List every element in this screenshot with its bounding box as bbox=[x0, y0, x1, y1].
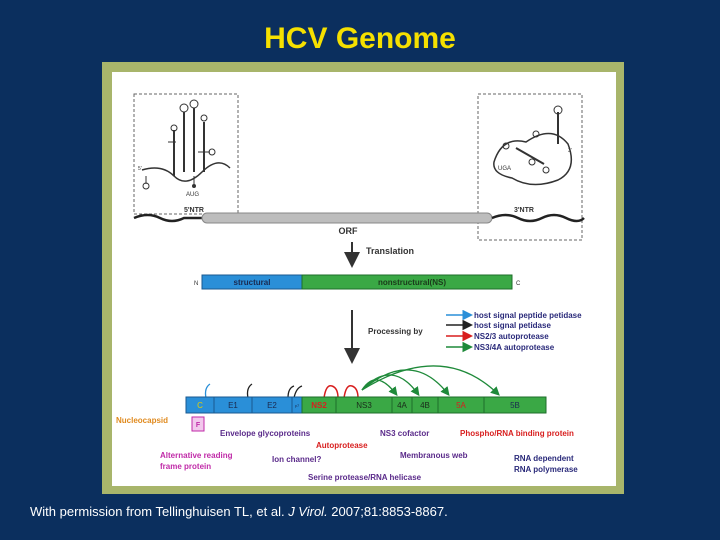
protein-5a-label: 5A bbox=[456, 401, 466, 410]
protein-4a-label: 4A bbox=[397, 401, 407, 410]
structural-label: structural bbox=[234, 278, 271, 287]
citation-prefix: With permission from Tellinghuisen TL, e… bbox=[30, 504, 289, 519]
annot-rdrp-1: RNA dependent bbox=[514, 454, 574, 463]
legend-host-signal: host signal petidase bbox=[474, 321, 551, 330]
nonstructural-label: nonstructural(NS) bbox=[378, 278, 446, 287]
protein-annotations: Nucleocapsid Envelope glycoproteins Auto… bbox=[116, 416, 578, 482]
three-prime-label: 3' bbox=[568, 148, 572, 154]
annot-serine: Serine protease/RNA helicase bbox=[308, 473, 422, 482]
five-ntr-structure: 5' AUG bbox=[133, 93, 239, 215]
protein-ns3-label: NS3 bbox=[356, 401, 372, 410]
protease-legend: host signal peptide petidase host signal… bbox=[446, 309, 582, 353]
annot-ion-channel: Ion channel? bbox=[272, 455, 321, 464]
citation-journal: J Virol. bbox=[288, 504, 328, 519]
legend-ns2-3: NS2/3 autoprotease bbox=[474, 332, 549, 341]
mature-proteins: C E1 E2 p7 NS2 NS3 4A 4B 5A 5B F bbox=[185, 396, 547, 432]
annot-alt-reading-1: Alternative reading bbox=[160, 451, 233, 460]
annot-autoprotease: Autoprotease bbox=[316, 441, 368, 450]
protein-c-label: C bbox=[197, 401, 203, 410]
annot-envelope: Envelope glycoproteins bbox=[220, 429, 311, 438]
annot-membranous: Membranous web bbox=[400, 451, 468, 460]
uga-label: UGA bbox=[498, 166, 511, 172]
protein-f-label: F bbox=[196, 422, 201, 429]
hcv-genome-diagram: 5' AUG 3' UGA 5'NTR 3'NTR ORF Translatio… bbox=[116, 93, 585, 482]
protein-e2-label: E2 bbox=[267, 401, 277, 410]
three-ntr-label: 3'NTR bbox=[514, 207, 534, 214]
protein-e1-label: E1 bbox=[228, 401, 238, 410]
annot-rdrp-2: RNA polymerase bbox=[514, 465, 578, 474]
aug-label: AUG bbox=[186, 192, 199, 198]
annot-ns3-cofactor: NS3 cofactor bbox=[380, 429, 429, 438]
protein-5b-label: 5B bbox=[510, 401, 520, 410]
annot-nucleocapsid: Nucleocapsid bbox=[116, 416, 168, 425]
protein-5b bbox=[483, 396, 547, 414]
protein-f bbox=[191, 416, 205, 432]
citation: With permission from Tellinghuisen TL, e… bbox=[30, 504, 448, 519]
five-prime-label: 5' bbox=[138, 166, 142, 172]
annot-alt-reading-2: frame protein bbox=[160, 462, 211, 471]
slide-title: HCV Genome bbox=[264, 22, 456, 55]
n-terminus-label: N bbox=[194, 281, 198, 287]
legend-host-peptide: host signal peptide petidase bbox=[474, 311, 582, 320]
protein-p7-label: p7 bbox=[295, 403, 300, 408]
protein-ns2-label: NS2 bbox=[311, 401, 327, 410]
cleavage-arcs bbox=[204, 365, 500, 399]
processing-label: Processing by bbox=[368, 327, 423, 336]
orf-label: ORF bbox=[339, 226, 359, 236]
protein-4b-label: 4B bbox=[420, 401, 430, 410]
polyprotein: N structural nonstructural(NS) C bbox=[194, 274, 521, 290]
genome-orf: 5'NTR 3'NTR ORF bbox=[133, 207, 585, 236]
legend-ns3-4a: NS3/4A autoprotease bbox=[474, 343, 555, 352]
annot-phospho: Phospho/RNA binding protein bbox=[460, 429, 574, 438]
translation-label: Translation bbox=[366, 246, 414, 256]
three-ntr-structure: 3' UGA bbox=[477, 93, 583, 241]
figure-panel: 5' AUG 3' UGA 5'NTR 3'NTR ORF Translatio… bbox=[112, 72, 616, 486]
citation-suffix: 2007;81:8853-8867. bbox=[327, 504, 448, 519]
c-terminus-label: C bbox=[516, 281, 521, 287]
five-ntr-label: 5'NTR bbox=[184, 207, 204, 214]
